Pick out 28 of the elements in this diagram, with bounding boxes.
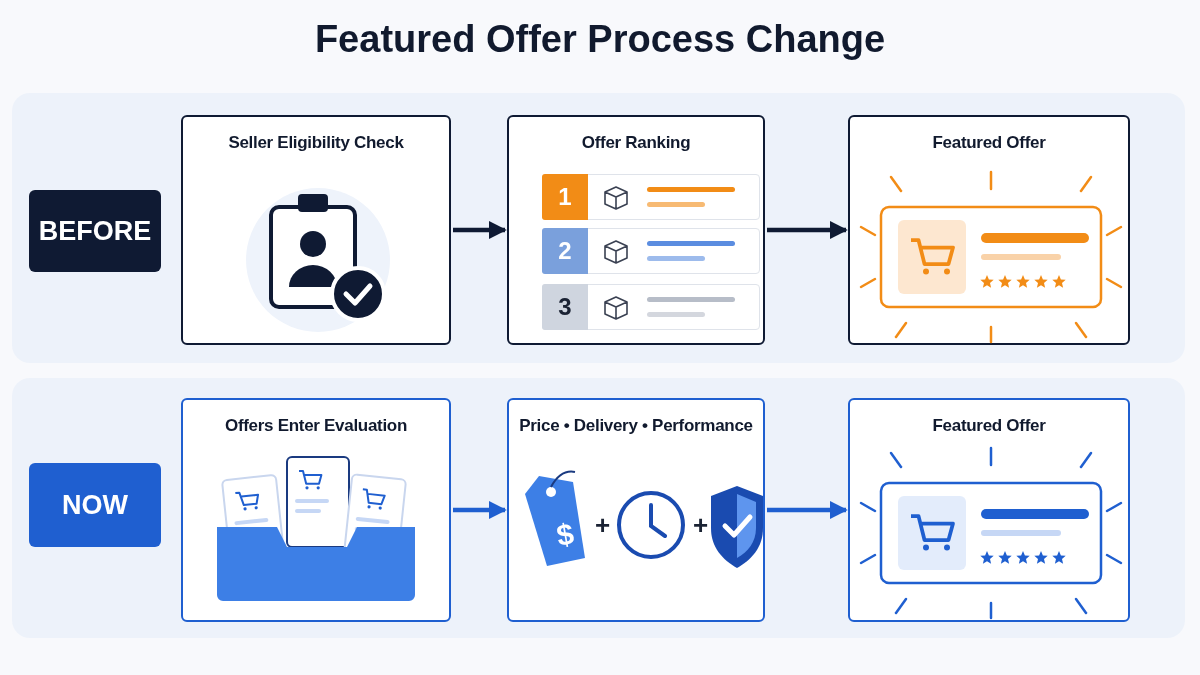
ranking-row: [542, 174, 760, 220]
box-heading: Offers Enter Evaluation: [223, 416, 408, 436]
currency-symbol: $: [554, 518, 577, 552]
plus-sign: +: [693, 512, 709, 538]
rank-number: 2: [542, 228, 588, 274]
process-box: [848, 115, 1130, 345]
arrow: [453, 501, 507, 519]
process-box: [181, 115, 451, 345]
ranking-row: [542, 284, 760, 330]
arrow: [767, 501, 848, 519]
arrow: [453, 221, 507, 239]
process-box: [507, 398, 765, 622]
process-box: [181, 398, 451, 622]
process-box: [848, 398, 1130, 622]
stage-tag: NOW: [29, 463, 161, 547]
box-heading: Price • Delivery • Performance: [518, 416, 754, 436]
rank-number: 1: [542, 174, 588, 220]
plus-sign: +: [595, 512, 611, 538]
box-heading: Offer Ranking: [580, 133, 692, 153]
rank-number: 3: [542, 284, 588, 330]
stage-tag: BEFORE: [29, 190, 161, 272]
box-heading: Featured Offer: [931, 133, 1047, 153]
arrow: [767, 221, 848, 239]
process-box: [507, 115, 765, 345]
title: Featured Offer Process Change: [313, 18, 887, 61]
box-heading: Featured Offer: [931, 416, 1047, 436]
ranking-row: [542, 228, 760, 274]
box-heading: Seller Eligibility Check: [227, 133, 405, 153]
